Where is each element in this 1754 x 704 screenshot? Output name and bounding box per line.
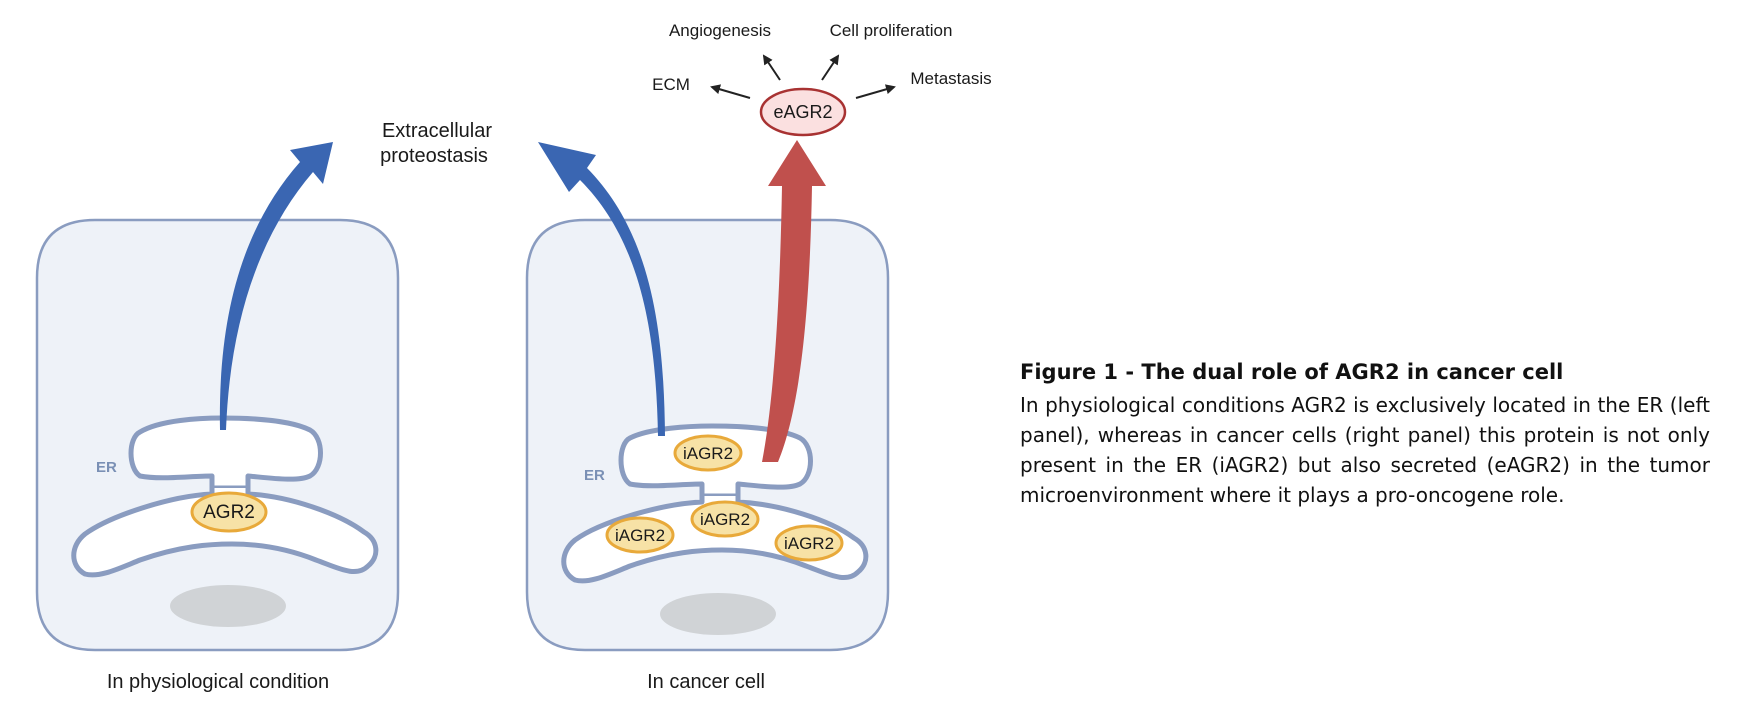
right-iagr2-label-3: iAGR2 bbox=[700, 510, 750, 529]
left-er-top bbox=[128, 415, 323, 491]
effect-metastasis: Metastasis bbox=[910, 69, 991, 88]
right-iagr2-protein-4 bbox=[774, 524, 844, 562]
right-nucleus bbox=[660, 593, 776, 635]
extracellular-label-line1: Extracellular bbox=[382, 120, 492, 142]
right-er-label: ER bbox=[584, 467, 605, 484]
left-nucleus bbox=[170, 585, 286, 627]
caption-title: Figure 1 - The dual role of AGR2 in canc… bbox=[1020, 360, 1564, 384]
effect-angiogenesis: Angiogenesis bbox=[669, 21, 771, 40]
extracellular-label-line2: proteostasis bbox=[380, 145, 488, 167]
arrow-to-angiogenesis bbox=[762, 54, 781, 81]
arrow-to-cell-proliferation bbox=[821, 54, 840, 81]
left-cell: ER AGR2 bbox=[35, 218, 400, 652]
figure-caption: Figure 1 - The dual role of AGR2 in canc… bbox=[1020, 360, 1710, 510]
effect-cell-proliferation: Cell proliferation bbox=[830, 21, 953, 40]
right-blue-arrow bbox=[538, 142, 665, 436]
arrow-to-ecm bbox=[710, 84, 751, 99]
effect-ecm: ECM bbox=[652, 75, 690, 94]
left-blue-arrow bbox=[219, 142, 333, 430]
right-iagr2-label-4: iAGR2 bbox=[784, 534, 834, 553]
right-cell: ER iAGR2 iAGR2 iAGR2 iAGR2 bbox=[525, 218, 890, 652]
arrow-to-metastasis bbox=[855, 84, 896, 99]
left-er-label: ER bbox=[96, 459, 117, 476]
eagr2-protein bbox=[759, 87, 847, 137]
left-agr2-protein bbox=[190, 491, 268, 533]
right-iagr2-label-1: iAGR2 bbox=[683, 444, 733, 463]
left-panel-label: In physiological condition bbox=[107, 671, 329, 693]
right-iagr2-protein-2 bbox=[605, 516, 675, 554]
caption-text: In physiological conditions AGR2 is excl… bbox=[1020, 393, 1710, 507]
right-panel-label: In cancer cell bbox=[647, 671, 765, 693]
red-secretion-arrow bbox=[762, 140, 826, 462]
left-agr2-label: AGR2 bbox=[203, 502, 255, 523]
right-iagr2-protein-1 bbox=[673, 434, 743, 472]
eagr2-label: eAGR2 bbox=[773, 102, 832, 122]
right-iagr2-label-2: iAGR2 bbox=[615, 526, 665, 545]
right-iagr2-protein-3 bbox=[690, 500, 760, 538]
